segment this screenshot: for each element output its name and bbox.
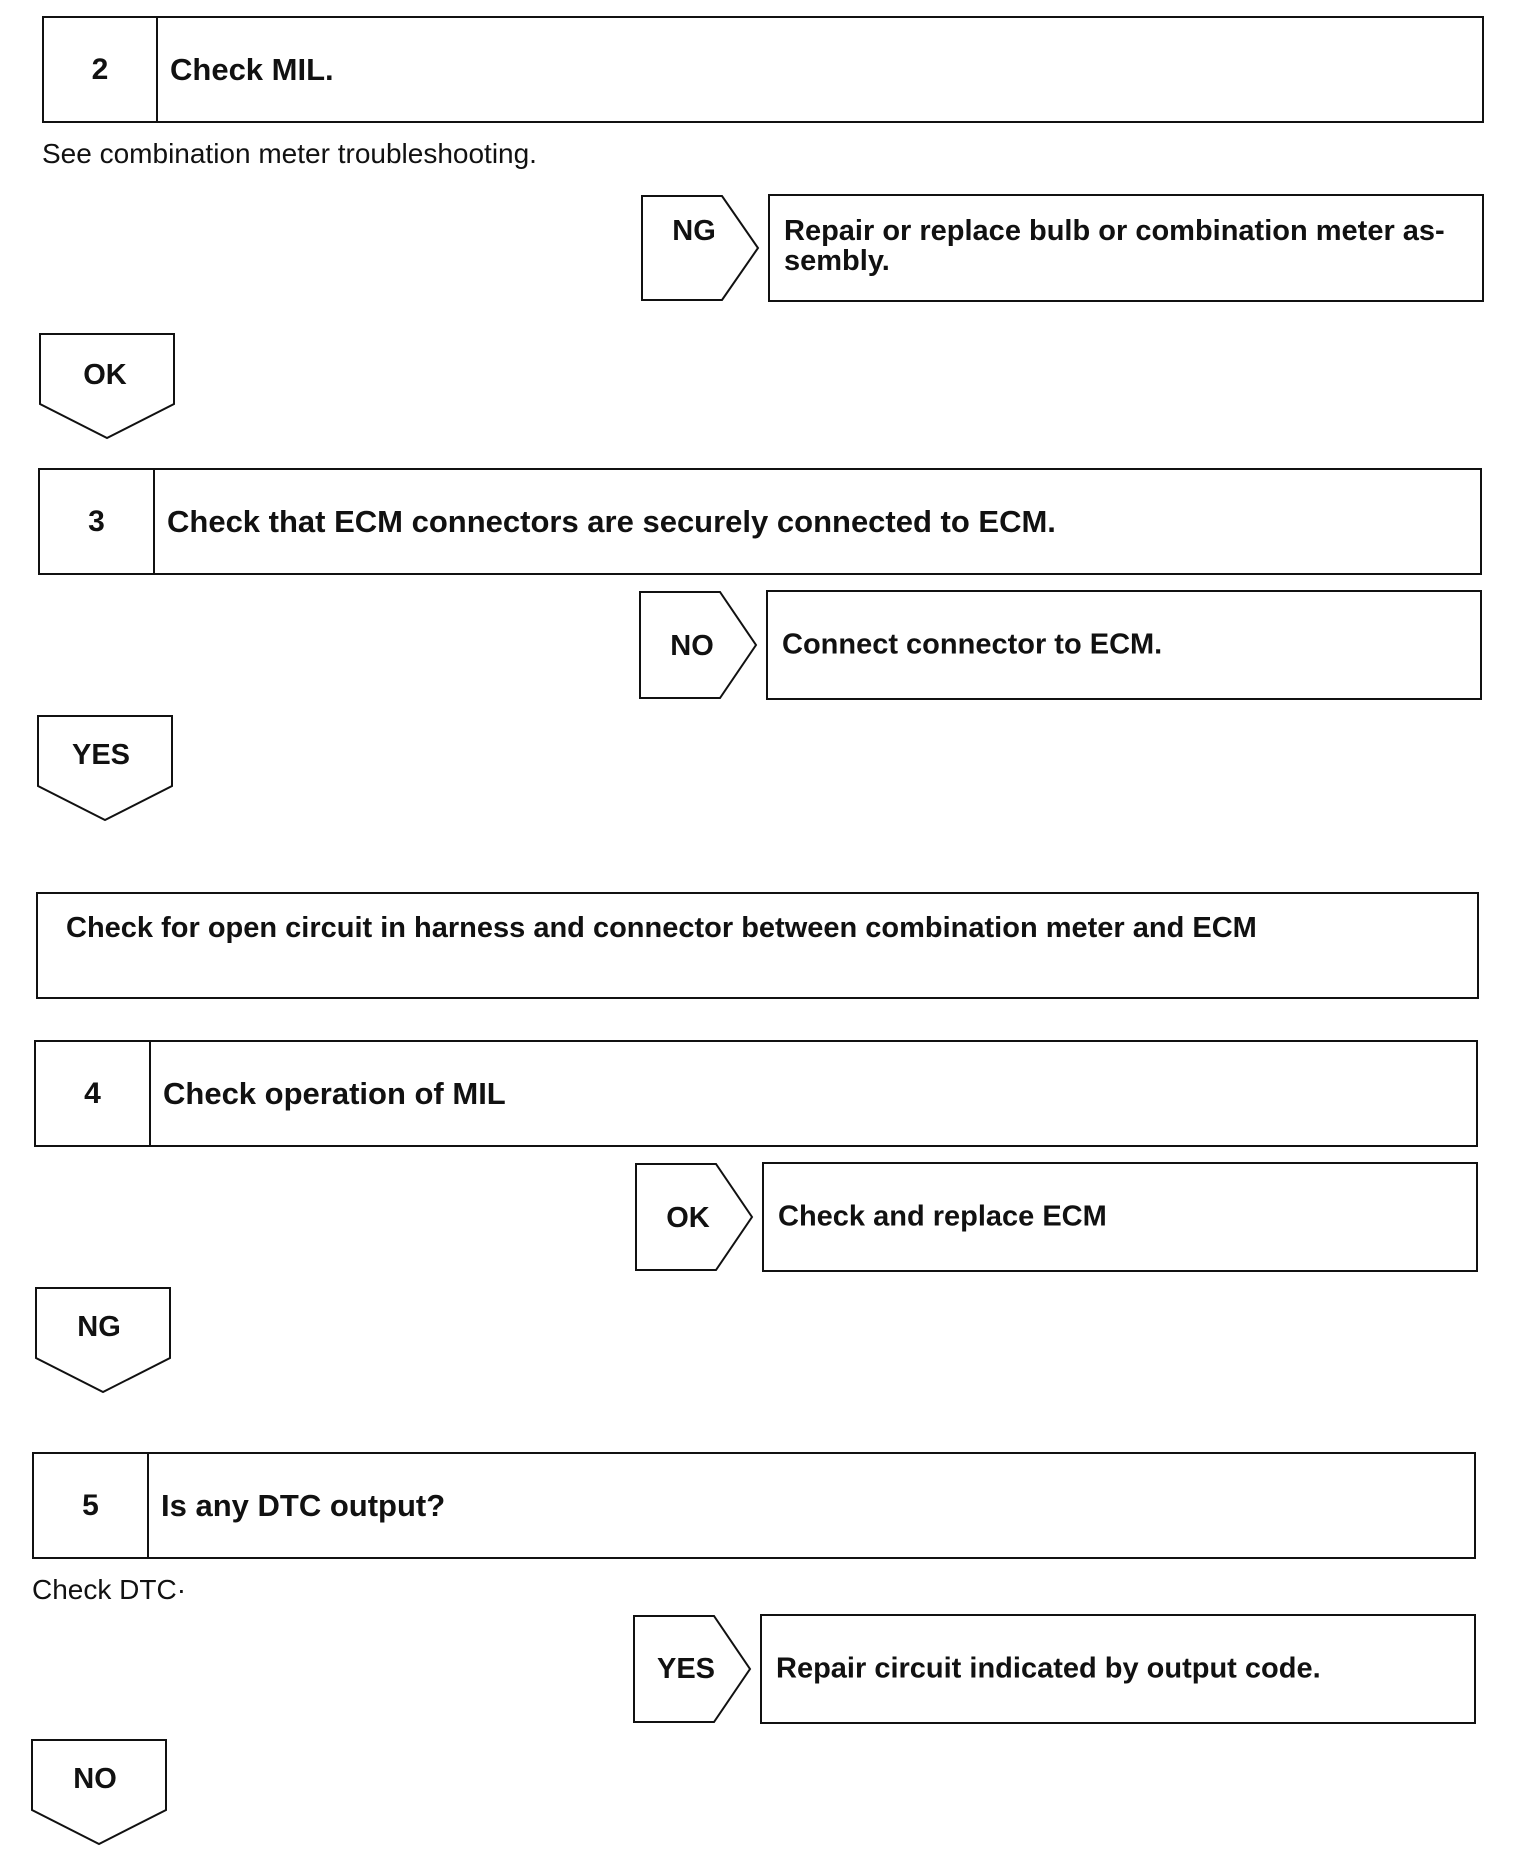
step-3-box: 3 Check that ECM connectors are securely…	[38, 468, 1482, 575]
step-number: 3	[40, 470, 155, 573]
down-label: NG	[77, 1311, 121, 1343]
step-number: 4	[36, 1042, 151, 1145]
branch-label: OK	[666, 1202, 710, 1234]
down-arrow-ng: NG	[35, 1287, 171, 1394]
step-note: See combination meter troubleshooting.	[42, 138, 537, 169]
result-box: Connect connector to ECM.	[766, 590, 1482, 700]
result-text: Connect connector to ECM.	[782, 628, 1163, 661]
branch-label: NG	[672, 215, 716, 247]
result-text: Repair or replace bulb or combination me…	[784, 216, 1472, 276]
result-line-2: sembly.	[784, 245, 890, 277]
step-5-box: 5 Is any DTC output?	[32, 1452, 1476, 1559]
step-title: Check that ECM connectors are securely c…	[167, 503, 1056, 539]
branch-arrow-yes: YES	[633, 1615, 752, 1723]
step-number: 2	[44, 18, 158, 121]
branch-arrow-ng: NG	[641, 195, 760, 301]
down-arrow-ok: OK	[39, 333, 175, 440]
branch-arrow-no: NO	[639, 591, 758, 699]
down-label: YES	[72, 739, 130, 771]
result-box: Check and replace ECM	[762, 1162, 1478, 1272]
intermediate-check-box: Check for open circuit in harness and co…	[36, 892, 1479, 999]
step-title: Check operation of MIL	[163, 1075, 506, 1111]
step-4-box: 4 Check operation of MIL	[34, 1040, 1478, 1147]
result-text: Check and replace ECM	[778, 1200, 1107, 1233]
step-title: Is any DTC output?	[161, 1487, 446, 1523]
result-box: Repair or replace bulb or combination me…	[768, 194, 1484, 302]
step-2-box: 2 Check MIL.	[42, 16, 1484, 123]
branch-arrow-ok: OK	[635, 1163, 754, 1271]
intermediate-check-text: Check for open circuit in harness and co…	[66, 912, 1257, 944]
step-number: 5	[34, 1454, 149, 1557]
branch-label: YES	[657, 1653, 715, 1685]
step-note: Check DTC·	[32, 1574, 187, 1605]
down-arrow-no: NO	[31, 1739, 167, 1846]
step-title: Check MIL.	[170, 51, 334, 87]
result-box: Repair circuit indicated by output code.	[760, 1614, 1476, 1724]
branch-label: NO	[670, 630, 714, 662]
result-text: Repair circuit indicated by output code.	[776, 1652, 1321, 1685]
down-arrow-yes: YES	[37, 715, 173, 822]
result-line-1: Repair or replace bulb or combination me…	[784, 215, 1445, 247]
down-label: OK	[83, 359, 127, 391]
down-label: NO	[73, 1763, 117, 1795]
